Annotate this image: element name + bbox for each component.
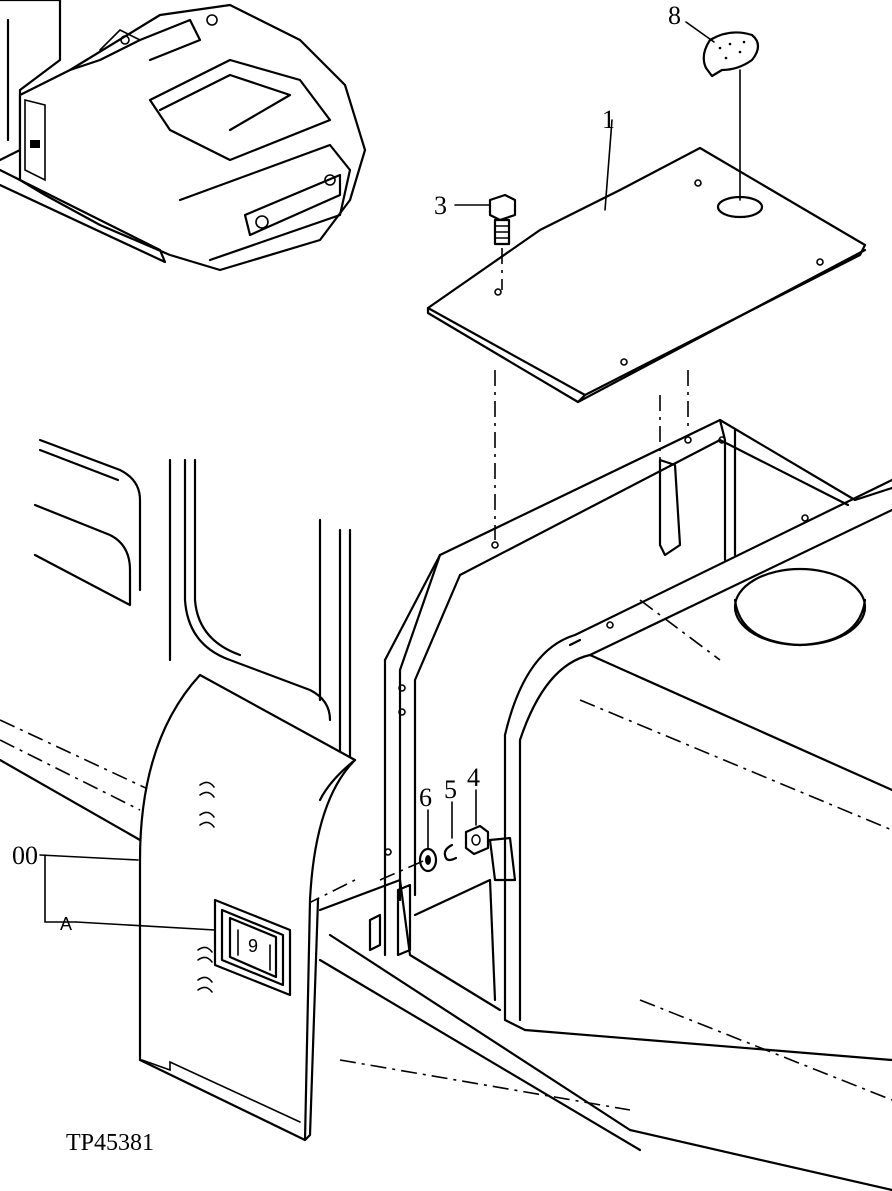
lock-washer-5: [443, 843, 458, 862]
callout-1: 1: [602, 105, 615, 134]
callout-A: A: [60, 914, 72, 934]
overview-inset: [0, 0, 367, 272]
callout-6: 6: [419, 783, 432, 812]
callout-5: 5: [444, 775, 457, 804]
callout-3: 3: [434, 191, 447, 220]
callout-00: 00: [12, 841, 38, 870]
cap-screw: [488, 193, 517, 290]
callout-4: 4: [467, 763, 480, 792]
latch-icon: [30, 140, 40, 148]
leader-lines: [39, 21, 715, 931]
hardware-set: [379, 824, 490, 881]
fill-cap: [702, 31, 760, 201]
frame-structure: [0, 418, 892, 1191]
top-cover-plate: [426, 146, 867, 404]
side-door-panel: [138, 673, 357, 1142]
callout-9: 9: [248, 936, 258, 956]
figure-id: TP45381: [66, 1130, 154, 1156]
callout-8: 8: [668, 1, 681, 30]
